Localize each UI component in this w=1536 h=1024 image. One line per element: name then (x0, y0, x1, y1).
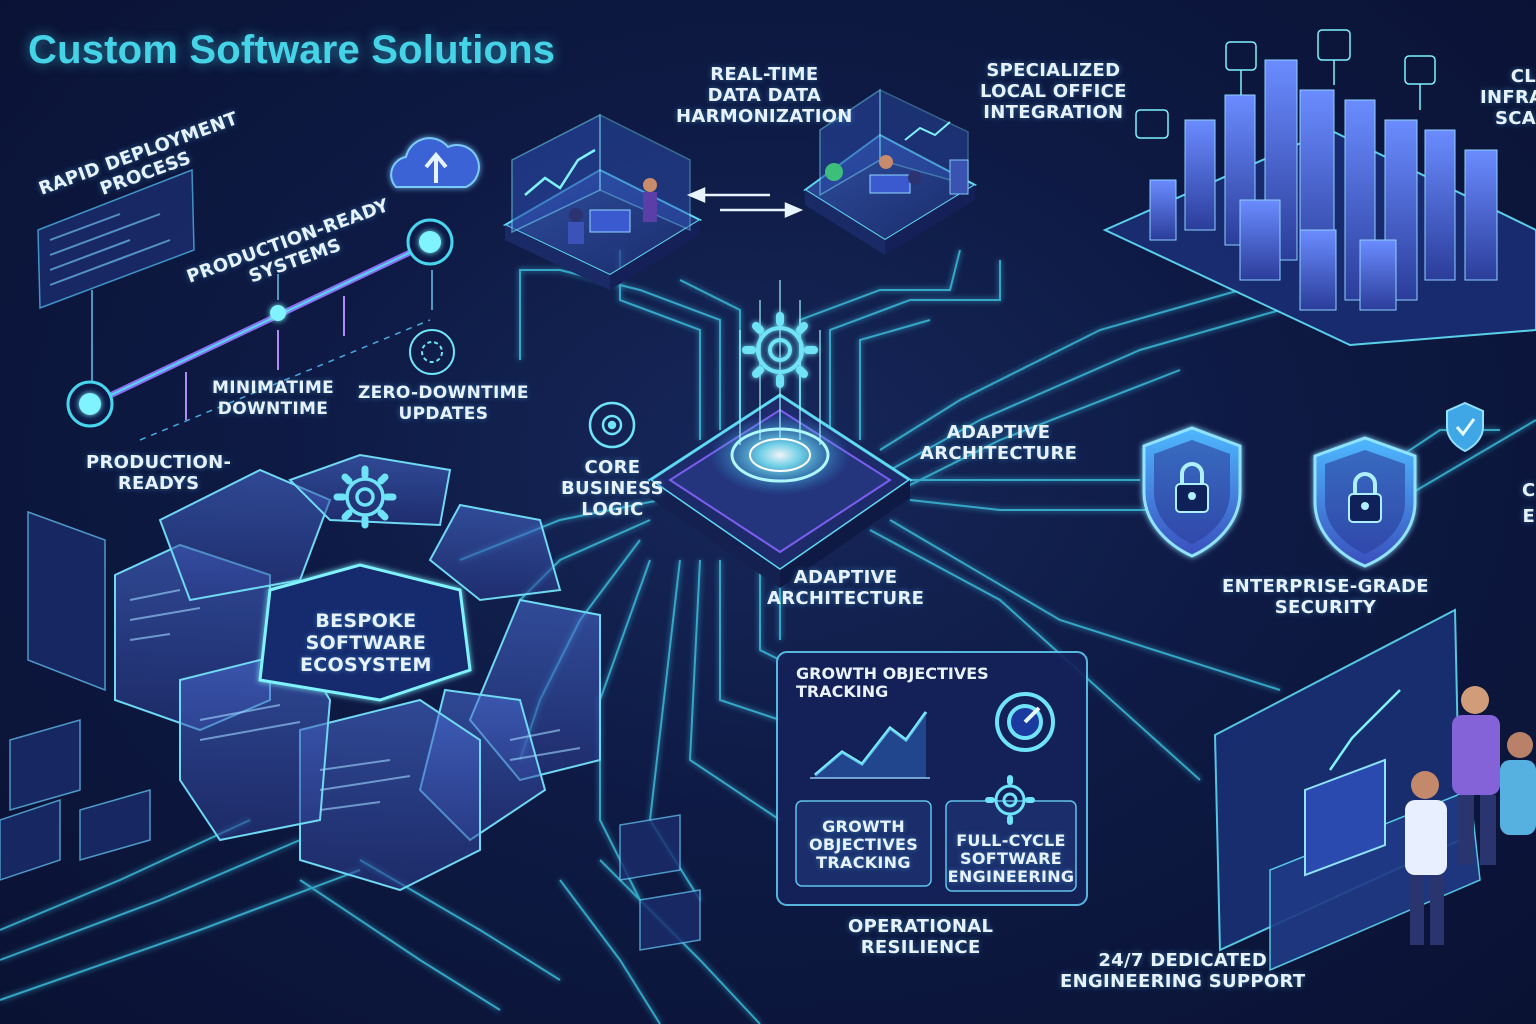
label-production-readys: PRODUCTION-READYS (86, 452, 232, 494)
gauge-icon (995, 692, 1055, 752)
cloud-upload-icon (390, 137, 480, 188)
business-logic-icon (588, 401, 636, 449)
label-cloud-infrastructure: CLINFRASCA (1480, 66, 1536, 129)
realtime-data-office (502, 113, 703, 290)
padlock-icon (1142, 426, 1242, 558)
local-office-integration (803, 88, 978, 255)
core-processor-chip (647, 280, 913, 588)
gear-icon (742, 312, 818, 388)
gear-icon (985, 775, 1035, 825)
gear-icon (333, 465, 397, 529)
shield-check-icon (1446, 401, 1484, 453)
sync-arrows-icon (686, 187, 804, 218)
smart-city-infrastructure (1102, 29, 1536, 347)
padlock-icon (1313, 436, 1417, 568)
deployment-timeline (37, 168, 455, 441)
support-station (1213, 608, 1536, 972)
code-panels (0, 510, 701, 951)
page-title: Custom Software Solutions (28, 28, 556, 72)
